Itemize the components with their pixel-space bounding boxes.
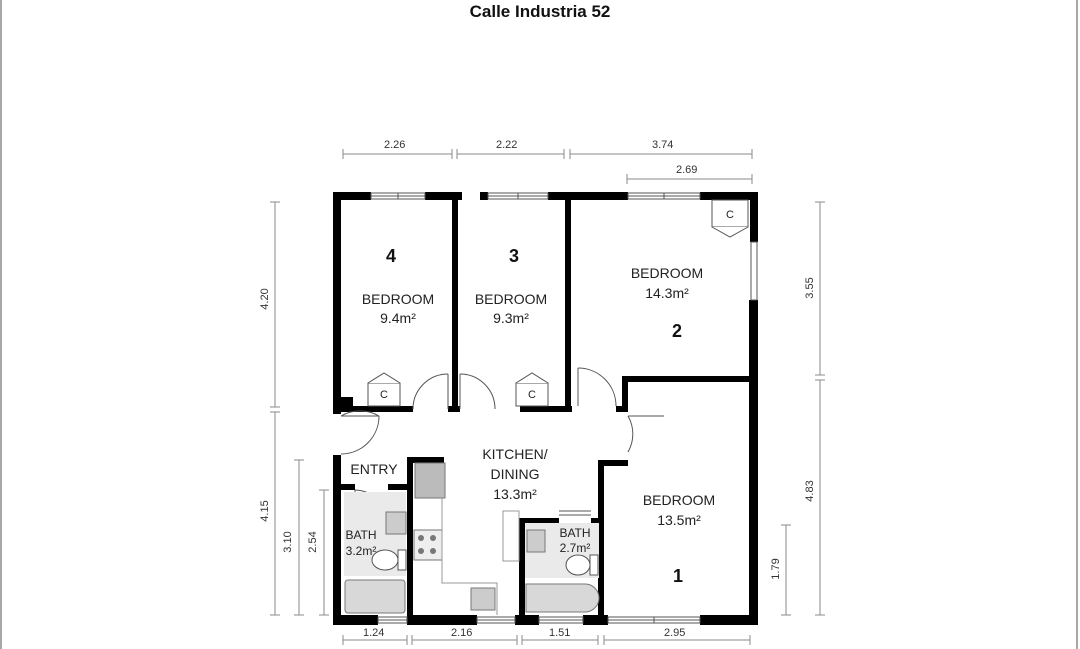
page-border-left bbox=[0, 0, 2, 649]
dim-bottom-4: 2.95 bbox=[664, 627, 686, 639]
windows bbox=[370, 192, 758, 624]
closet-label-4: C bbox=[380, 389, 388, 401]
bedroom-4-name: BEDROOM bbox=[361, 291, 435, 307]
kitchen-name-line1: KITCHEN/ bbox=[482, 446, 548, 462]
page-border-right bbox=[1076, 0, 1078, 649]
bedroom-1-area: 13.5m² bbox=[657, 512, 701, 528]
dim-left-1: 4.20 bbox=[259, 288, 271, 310]
dim-bottom-2: 2.16 bbox=[451, 627, 473, 639]
bedroom-2-number: 2 bbox=[672, 321, 683, 341]
fixtures bbox=[344, 462, 600, 615]
bedroom-3-name: BEDROOM bbox=[474, 291, 548, 307]
dim-left-3: 3.10 bbox=[282, 531, 294, 553]
bath-right-area: 2.7m² bbox=[559, 541, 591, 555]
dim-right-1: 3.55 bbox=[804, 277, 816, 299]
bedroom-2-area: 14.3m² bbox=[645, 285, 689, 301]
entry-label: ENTRY bbox=[350, 461, 398, 477]
bedroom-3-number: 3 bbox=[509, 246, 520, 266]
dim-left-2: 4.15 bbox=[259, 500, 271, 522]
dim-left-4: 2.54 bbox=[307, 531, 319, 553]
bath-left-area: 3.2m² bbox=[345, 544, 377, 558]
walls bbox=[333, 192, 758, 625]
dim-top-2: 2.22 bbox=[496, 139, 518, 151]
closet-label-2: C bbox=[726, 209, 734, 221]
bedroom-1-name: BEDROOM bbox=[642, 492, 716, 508]
dim-top-1: 2.26 bbox=[384, 139, 406, 151]
dim-right-3: 1.79 bbox=[770, 558, 782, 580]
dimension-lines bbox=[270, 149, 825, 645]
bedroom-4-number: 4 bbox=[386, 246, 397, 266]
dim-right-2: 4.83 bbox=[804, 480, 816, 502]
bedroom-3-area: 9.3m² bbox=[493, 310, 529, 326]
bedroom-2-name: BEDROOM bbox=[630, 265, 704, 281]
bath-left-name: BATH bbox=[345, 528, 377, 542]
bath-right-name: BATH bbox=[559, 526, 591, 540]
bedroom-1-number: 1 bbox=[673, 566, 684, 586]
bedroom-4-area: 9.4m² bbox=[380, 310, 416, 326]
dim-bottom-3: 1.51 bbox=[549, 627, 571, 639]
closet-label-3: C bbox=[528, 389, 536, 401]
plan-title: Calle Industria 52 bbox=[469, 2, 611, 21]
dim-top-3: 3.74 bbox=[652, 139, 674, 151]
kitchen-name-line2: DINING bbox=[490, 466, 540, 482]
closets bbox=[367, 199, 749, 407]
kitchen-area: 13.3m² bbox=[493, 486, 537, 502]
dim-bottom-1: 1.24 bbox=[363, 627, 385, 639]
dim-top-sub: 2.69 bbox=[676, 164, 698, 176]
